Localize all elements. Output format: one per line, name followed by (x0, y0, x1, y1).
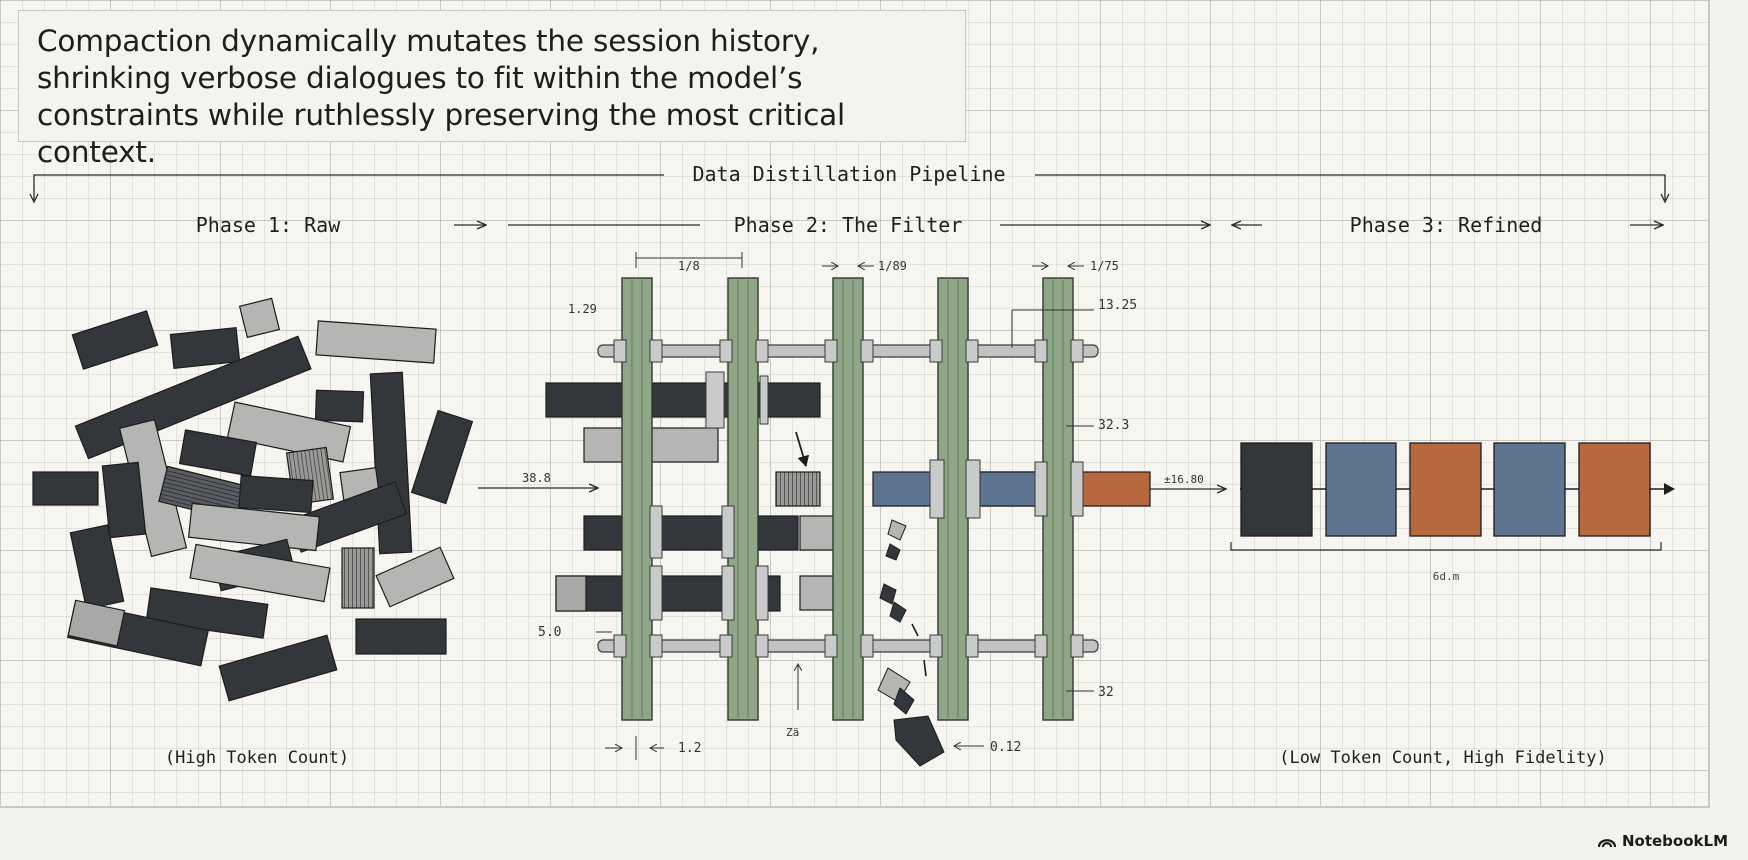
filter-mechanism: 1/8 1/89 1/75 1.29 13.25 32.3 5.0 32 1.2… (538, 252, 1204, 767)
filter-input-token (555, 575, 587, 612)
phase-2-label: Phase 2: The Filter (734, 213, 963, 237)
filter-input-token (775, 471, 821, 507)
refined-token (979, 471, 1041, 507)
raw-token (226, 401, 352, 463)
dim-out: ±16.80 (1164, 473, 1204, 486)
raw-token (369, 371, 413, 555)
filter-clamps (613, 339, 1084, 658)
caption-text: Compaction dynamically mutates the sessi… (37, 24, 846, 169)
phase-3-label: Phase 3: Refined (1350, 213, 1543, 237)
filter-post (621, 277, 653, 721)
refined-block (1409, 442, 1482, 537)
dim-32-3: 32.3 (1098, 418, 1129, 433)
raw-token (314, 389, 365, 423)
dim-bracket: 6d.m (1433, 570, 1460, 583)
dim-13-25: 13.25 (1098, 298, 1137, 313)
filter-dimension-lines (596, 252, 1094, 760)
phase-1-label: Phase 1: Raw (196, 213, 341, 237)
dim-1-8: 1/8 (678, 259, 700, 273)
raw-token (238, 474, 314, 514)
dim-1-89: 1/89 (878, 259, 907, 273)
raw-token (67, 599, 126, 647)
raw-token (169, 326, 241, 370)
refined-block (1578, 442, 1651, 537)
filter-post (832, 277, 864, 721)
raw-token (355, 618, 447, 655)
filter-posts (621, 277, 1074, 721)
raw-token (189, 543, 331, 603)
pipeline-bracket (29, 174, 1670, 204)
refined-block (1240, 442, 1313, 537)
filter-input-token (545, 382, 821, 418)
filter-input-token (583, 515, 799, 551)
raw-token (32, 471, 99, 506)
dim-0-12: 0.12 (990, 740, 1021, 755)
raw-token (315, 320, 437, 364)
filter-post (727, 277, 759, 721)
raw-note: (High Token Count) (165, 748, 349, 768)
raw-token (101, 461, 147, 539)
raw-token (375, 546, 455, 608)
dim-1-2: 1.2 (678, 741, 701, 756)
drop-arrow (795, 431, 810, 467)
refined-sequence (1240, 442, 1675, 537)
dim-32: 32 (1098, 685, 1114, 700)
caption-box: Compaction dynamically mutates the sessi… (18, 10, 966, 169)
raw-token (178, 429, 258, 477)
dim-zh: Zä (786, 726, 799, 739)
refined-bracket (1230, 542, 1662, 551)
raw-token (71, 310, 159, 370)
dim-38-8: 38.8 (522, 471, 551, 485)
raw-token (238, 297, 281, 339)
raw-token (218, 634, 338, 702)
raw-token (69, 524, 125, 610)
refined-block (1325, 442, 1397, 537)
notebooklm-logo-icon (1597, 839, 1616, 848)
dim-5-0: 5.0 (538, 625, 561, 640)
pipeline-title: Data Distillation Pipeline (692, 162, 1005, 186)
brand-label: NotebookLM (1621, 832, 1728, 850)
raw-token (410, 409, 474, 505)
refined-token (1081, 471, 1151, 507)
refined-block (1493, 442, 1566, 537)
dim-1-75: 1/75 (1090, 259, 1119, 273)
raw-token-pile (32, 297, 474, 702)
refined-note: (Low Token Count, High Fidelity) (1279, 748, 1607, 768)
notebooklm-brand: NotebookLM (1597, 832, 1728, 850)
dim-1-29: 1.29 (568, 302, 597, 316)
raw-token (341, 547, 375, 609)
filter-debris (877, 519, 945, 767)
